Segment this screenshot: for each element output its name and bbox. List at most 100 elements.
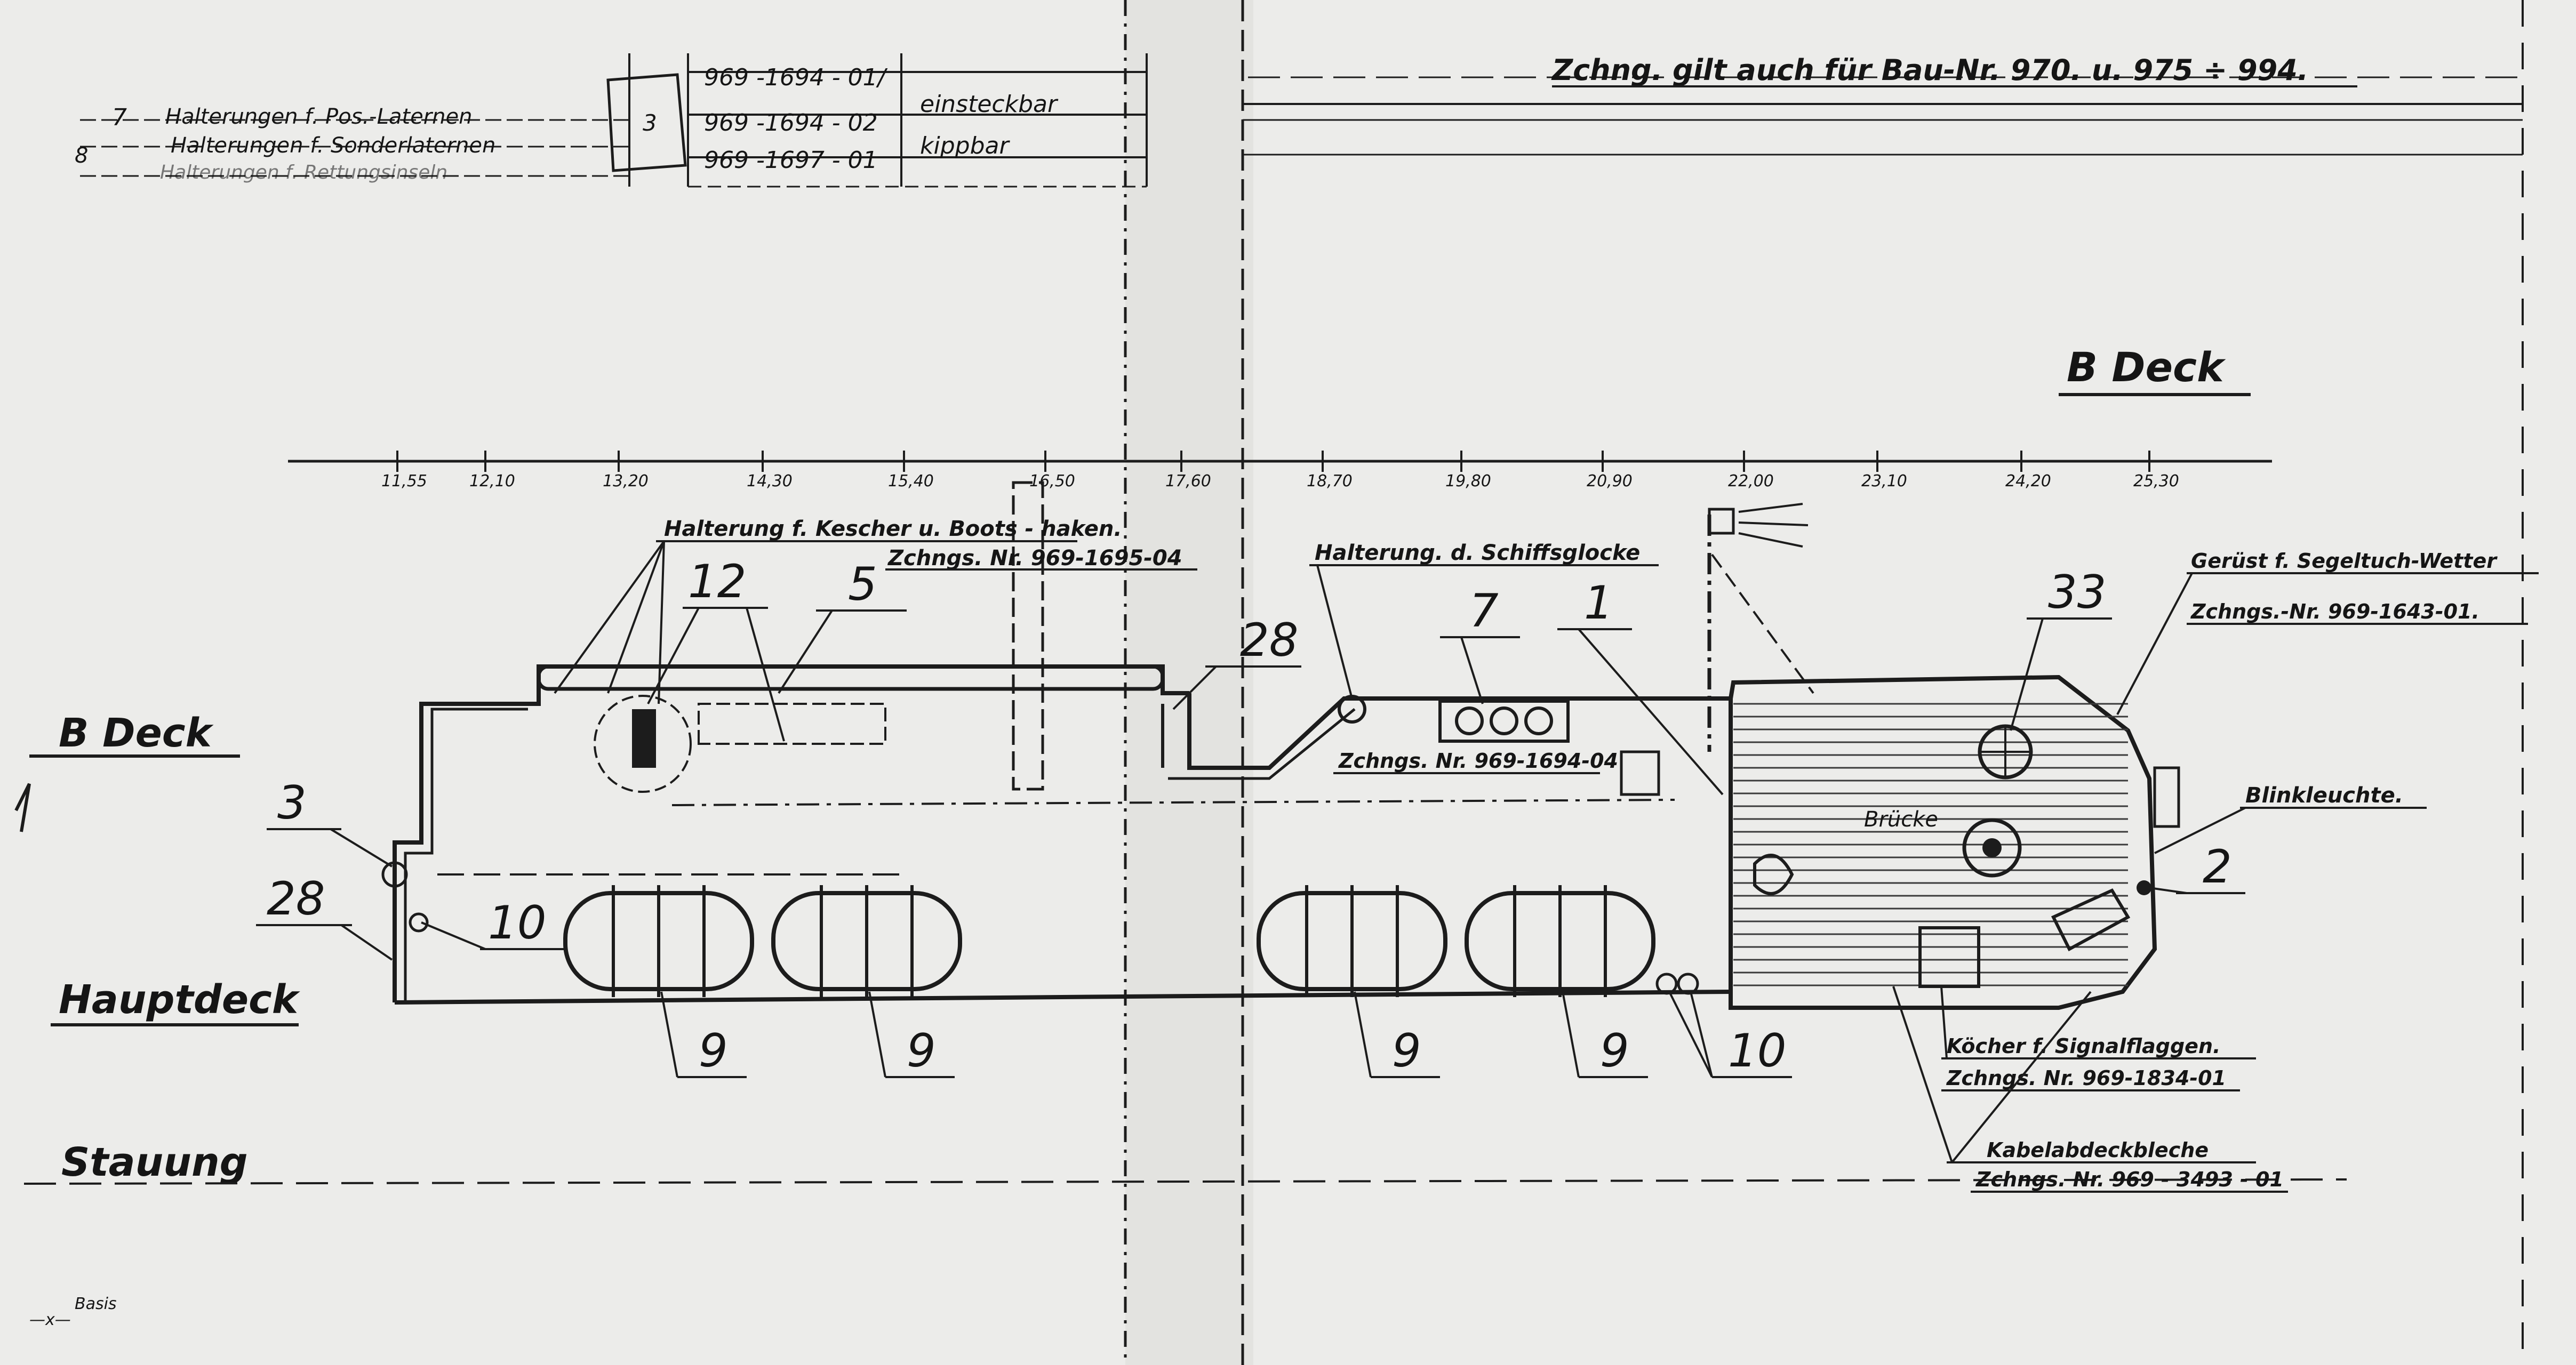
blinkleuchte-callout: Blinkleuchte. [2245,783,2403,808]
bridge-console [2051,888,2131,952]
deck-fitting-10 [1677,973,1699,995]
koecher-drawing-no: Zchngs. Nr. 969-1834-01 [1946,1066,2226,1090]
item-2: 2 [2203,840,2232,894]
item-33: 33 [2048,566,2106,619]
lamp-box [1620,750,1660,796]
table-bracket [606,73,687,172]
parts-table: 7 Halterungen f. Pos.-Laternen 969 -1694… [75,53,1148,188]
item-7: 7 [1469,584,1499,638]
basis-label: Basis [75,1295,117,1313]
item-33-leader [2010,618,2044,731]
ruler-tick-label: 15,40 [888,472,934,491]
ruler-tick-label: 25,30 [2133,472,2179,491]
item-3: 3 [277,776,307,830]
koecher-leader [1940,986,1948,1059]
item-9-a-leader [660,991,678,1078]
holder-12 [632,709,656,768]
item-5-leader [778,609,833,694]
ruler-tick-label: 23,10 [1861,472,1907,491]
item-9-d-leader [1562,991,1580,1078]
item-9-c-leader [1354,991,1372,1078]
table-remark: einsteckbar [920,91,1059,118]
table-drawing-no: 969 -1697 - 01 [704,147,878,174]
table-pos: 8 [75,143,88,168]
lantern-holder [1490,706,1518,735]
kescher-holder-rail [537,664,1165,691]
deck-fitting-10 [1655,973,1678,995]
table-qty: 3 [643,110,657,136]
ruler-tick-label: 20,90 [1587,472,1633,491]
ship-bell-leader [1316,565,1353,699]
kabel-leader [1892,986,2092,1163]
life-raft-canister [1257,885,1447,997]
ruler-tick-label: 11,55 [381,472,427,491]
compass-center [1982,838,2002,857]
hauptdeck-label: Hauptdeck [59,977,300,1023]
table-remark: kippbar [920,132,1010,159]
item-5: 5 [848,558,877,611]
bridge-label: Brücke [1864,807,1938,832]
table-description: Halterungen f. Rettungsinseln [160,162,447,183]
fitting-3 [381,861,408,888]
ruler-tick-label: 18,70 [1307,472,1353,491]
funnel-pipe [1012,481,1044,791]
item-12: 12 [688,555,746,608]
item-12-leader [647,607,785,742]
table-description: Halterungen f. Pos.-Laternen [165,105,472,129]
geruest-callout: Gerüst f. Segeltuch-Wetter [2191,549,2498,573]
ruler-tick-label: 24,20 [2005,472,2051,491]
item-9-b-leader [868,991,886,1078]
b-deck-label: B Deck [59,710,214,756]
bridge-hatching [1733,703,2128,986]
table-drawing-no: 969 -1694 - 01/ [704,64,888,91]
deckhouse-inner [1168,708,1356,780]
item-28-upper: 28 [1240,614,1298,667]
mast-lamp [1708,508,1735,535]
kabel-callout: Kabelabdeckbleche [1987,1138,2209,1162]
item-10-aft: 10 [488,896,546,950]
stay-line [1711,553,1814,694]
holder-12-swing [594,695,692,793]
item-7-leader [1460,637,1484,704]
item-9-c: 9 [1392,1024,1421,1078]
scan-mark [14,783,31,832]
aft-bulwark-inner [404,708,528,1002]
b-deck-heading: B Deck [2067,343,2226,391]
ruler-tick-label: 13,20 [603,472,649,491]
geruest-leader [2116,573,2193,715]
koecher-callout: Köcher f. Signalflaggen. [1947,1034,2220,1058]
ruler-tick-label: 17,60 [1165,472,1211,491]
lamp-rays [1738,503,1809,548]
center-line [671,799,1675,806]
item-28-upper-leader [1172,665,1217,710]
item-10-fwd-leader [1668,991,1713,1078]
ruler-tick-label: 12,10 [469,472,515,491]
item-10-fwd: 10 [1728,1024,1786,1078]
kescher-callout: Halterung f. Kescher u. Boots - haken. [664,517,1122,541]
item-9-d: 9 [1600,1024,1629,1078]
ruler-tick-label: 14,30 [747,472,793,491]
item-9-b: 9 [907,1024,936,1078]
lantern-holder [1455,706,1484,735]
fold-band [1125,0,1253,1365]
item-28-lower: 28 [267,872,325,926]
item-1-leader [1578,628,1724,796]
bridge-house [1729,675,2157,1010]
table-drawing-no: 969 -1694 - 02 [704,109,878,136]
blink-light [2137,880,2151,895]
blink-light-bracket [2153,766,2180,828]
item-1: 1 [1584,576,1613,630]
life-raft-canister [563,885,754,997]
stauung-label: Stauung [61,1139,248,1185]
ship-bell-callout: Halterung. d. Schiffsglocke [1315,541,1640,565]
signal-flag-quiver [1918,926,1980,988]
ruler-tick-label: 19,80 [1445,472,1491,491]
kescher-leader [554,540,665,704]
geruest-drawing-no: Zchngs.-Nr. 969-1643-01. [2190,600,2479,623]
kescher-drawing-no: Zchngs. Nr. 969-1695-04 [887,546,1182,571]
item-9-a: 9 [699,1024,728,1078]
lantern-holder [1524,706,1553,735]
table-description: Halterungen f. Sonderlaternen [171,133,495,158]
